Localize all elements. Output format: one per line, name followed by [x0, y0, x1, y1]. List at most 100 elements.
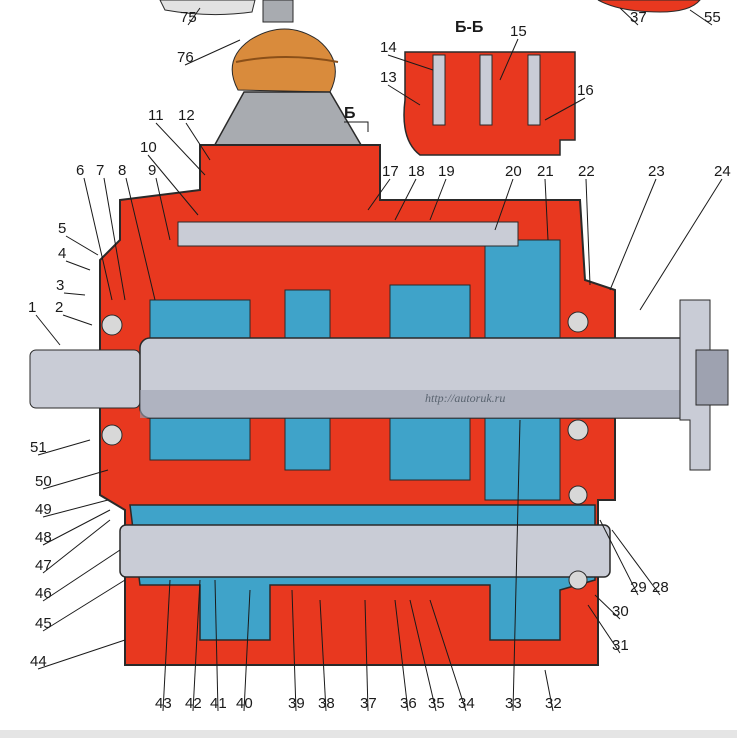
countershaft [119, 524, 611, 578]
rear-bearing-lower [567, 419, 589, 441]
callout-label-18: 19 [438, 163, 455, 180]
callout-leader-49 [689, 9, 713, 26]
callout-label-1: 2 [55, 299, 63, 316]
callout-label-7: 8 [118, 162, 126, 179]
callout-label-50: 75 [180, 9, 197, 26]
callout-leader-48 [619, 7, 639, 26]
callout-leader-11 [185, 122, 211, 161]
front-bearing [101, 314, 123, 336]
callout-leader-29 [512, 419, 521, 712]
callout-leaders [35, 7, 723, 712]
callout-leader-45 [42, 499, 109, 518]
callout-leader-51 [184, 39, 241, 66]
callout-label-0: 1 [28, 299, 36, 316]
callout-label-8: 9 [148, 162, 156, 179]
callout-label-5: 6 [76, 162, 84, 179]
callout-leader-9 [147, 154, 199, 216]
callout-label-10: 11 [148, 107, 164, 124]
watermark: http://autoruk.ru [425, 391, 505, 405]
section-bb-bolt-3 [527, 54, 541, 126]
callout-label-4: 5 [58, 220, 66, 237]
callout-label-32: 36 [400, 695, 417, 712]
callout-leader-44 [42, 509, 111, 546]
callout-leader-6 [103, 177, 126, 301]
section-bb-bolt-2 [479, 54, 493, 126]
callout-leader-24 [611, 529, 661, 596]
callout-label-3: 4 [58, 245, 66, 262]
callout-label-21: 22 [578, 163, 595, 180]
callout-leader-17 [394, 178, 417, 221]
callout-leader-2 [63, 292, 86, 296]
callout-leader-43 [42, 519, 111, 574]
callout-label-30: 34 [458, 695, 475, 712]
callout-leader-46 [42, 469, 109, 490]
callout-leader-47 [37, 439, 91, 456]
callout-label-14: 15 [510, 23, 527, 40]
callout-leader-12 [387, 84, 421, 106]
callout-label-2: 3 [56, 277, 64, 294]
section-marker-arrow [344, 121, 369, 132]
callout-label-17: 18 [408, 163, 425, 180]
callout-label-27: 31 [612, 637, 629, 654]
callout-label-43: 47 [35, 557, 52, 574]
callout-leader-4 [65, 235, 99, 256]
callout-label-12: 13 [380, 69, 397, 86]
callout-label-13: 14 [380, 39, 397, 56]
callout-label-49: 55 [704, 9, 721, 26]
upper-fragment [597, 0, 701, 13]
callout-label-6: 7 [96, 162, 104, 179]
callout-leader-25 [599, 519, 639, 596]
callout-leader-0 [35, 314, 61, 346]
main-shaft-shade [140, 390, 700, 418]
output-nut [695, 349, 729, 406]
callout-label-48: 37 [630, 9, 647, 26]
shift-rail [177, 221, 519, 247]
callout-leader-40 [37, 639, 126, 670]
callout-label-44: 48 [35, 529, 52, 546]
callout-leader-3 [65, 260, 91, 271]
callout-leader-23 [639, 178, 723, 311]
callout-label-51: 76 [177, 49, 194, 66]
callout-label-34: 38 [318, 695, 335, 712]
callout-label-28: 32 [545, 695, 562, 712]
section-marker: Б [344, 105, 356, 122]
section-bb-title: Б-Б [455, 19, 483, 36]
callout-label-15: 16 [577, 82, 594, 99]
callout-label-26: 30 [612, 603, 629, 620]
callout-label-22: 23 [648, 163, 665, 180]
lever-boot [231, 28, 336, 93]
callout-leader-41 [42, 579, 126, 632]
lever-boot-ridge [235, 56, 339, 63]
callout-leader-16 [367, 178, 391, 211]
callout-leader-50 [187, 7, 201, 26]
callout-leader-7 [125, 177, 156, 301]
callout-label-33: 37 [360, 695, 377, 712]
lever-rod [262, 0, 294, 23]
callout-leader-19 [494, 178, 514, 231]
callout-leader-31 [409, 599, 437, 712]
callout-label-11: 12 [178, 107, 195, 124]
callout-label-35: 39 [288, 695, 305, 712]
callout-label-42: 46 [35, 585, 52, 602]
callout-label-41: 45 [35, 615, 52, 632]
callout-label-45: 49 [35, 501, 52, 518]
callout-label-20: 21 [537, 163, 554, 180]
callout-label-25: 29 [630, 579, 647, 596]
callout-label-47: 51 [30, 439, 47, 456]
callout-leader-5 [83, 177, 113, 301]
callout-leader-20 [544, 178, 549, 241]
callout-label-31: 35 [428, 695, 445, 712]
section-bb-bolt-1 [432, 54, 446, 126]
callout-leader-36 [243, 589, 251, 712]
callout-label-37: 41 [210, 695, 227, 712]
callout-leader-35 [291, 589, 297, 712]
callout-leader-34 [319, 599, 327, 712]
callout-leader-22 [609, 178, 657, 291]
callout-leader-15 [544, 97, 586, 121]
callout-label-40: 44 [30, 653, 47, 670]
callout-leader-21 [585, 178, 591, 286]
callout-label-9: 10 [140, 139, 157, 156]
callout-leader-14 [499, 38, 519, 81]
